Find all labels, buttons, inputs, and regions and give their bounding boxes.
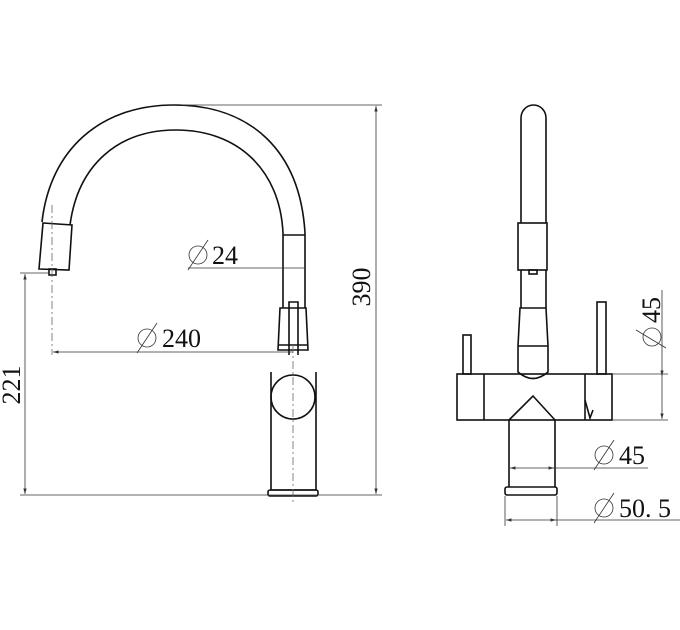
lower-spout-section — [277, 307, 309, 351]
spray-band — [517, 222, 548, 271]
right-handle — [596, 301, 607, 375]
dimension-45-base: 45 — [619, 441, 645, 470]
left-handle — [462, 334, 472, 375]
mixer-body — [456, 373, 613, 421]
spray-head — [38, 222, 73, 271]
diameter-icon — [593, 439, 615, 471]
dimension-50-5: 50. 5 — [619, 494, 671, 523]
spout-inner-arc — [69, 129, 284, 308]
front-view: 45 45 50. 5 — [456, 104, 680, 526]
lever — [288, 301, 299, 355]
spout-lower — [517, 307, 549, 380]
spout-top — [520, 104, 547, 223]
dimension-390: 390 — [347, 268, 376, 307]
diameter-icon — [187, 239, 209, 271]
spray-tip — [48, 268, 57, 276]
spout-outer-arc — [41, 104, 306, 308]
side-view: 390 221 24 240 — [0, 104, 382, 505]
dimension-240: 240 — [162, 324, 201, 353]
stem — [508, 394, 556, 487]
dimension-221: 221 — [0, 366, 26, 405]
handle-cap — [270, 374, 316, 420]
faucet-body — [270, 372, 317, 491]
cap-detail — [584, 399, 594, 421]
dimension-45-body: 45 — [637, 297, 666, 323]
diameter-icon — [635, 327, 667, 349]
diameter-icon — [593, 492, 615, 524]
base-flange — [504, 486, 558, 496]
spray-tip — [528, 269, 538, 275]
diameter-icon — [136, 322, 158, 354]
dimension-24: 24 — [212, 241, 238, 270]
spout-neck — [520, 270, 547, 308]
